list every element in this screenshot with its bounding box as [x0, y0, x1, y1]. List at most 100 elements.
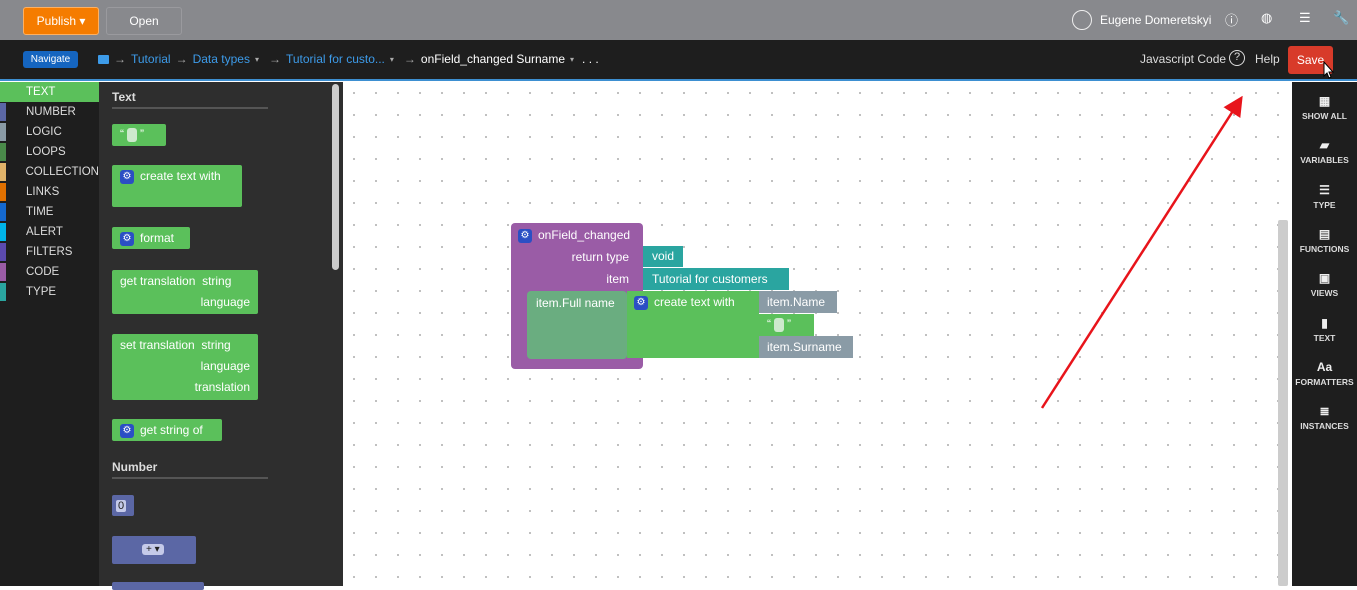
get-string-of-block[interactable]: ⚙get string of — [112, 419, 222, 441]
create-text-with-block[interactable]: ⚙create text with — [627, 291, 759, 358]
help-icon[interactable]: ? — [1229, 50, 1245, 66]
breadcrumb: → Tutorial→ Data types▾→ Tutorial for cu… — [98, 52, 599, 66]
navigate-button[interactable]: Navigate — [23, 51, 78, 68]
panel-text[interactable]: ▮TEXT — [1292, 316, 1357, 343]
text-literal-block[interactable]: “” — [759, 314, 814, 336]
panel-instances[interactable]: ≣ INSTANCES — [1292, 404, 1357, 431]
flyout-scrollbar[interactable] — [332, 84, 339, 270]
operator-dropdown[interactable]: + ▾ — [142, 544, 164, 555]
info-icon[interactable]: ⓘ — [1225, 13, 1239, 28]
item-surname-block[interactable]: item.Surname — [759, 336, 853, 358]
category-loops[interactable]: LOOPS — [0, 142, 99, 162]
category-alert[interactable]: ALERT — [0, 222, 99, 242]
category-color-swatch — [0, 243, 6, 261]
panel-label: VIEWS — [1310, 288, 1339, 299]
breadcrumb-tutorial-customers[interactable]: Tutorial for custo... — [285, 52, 385, 66]
item-name-block[interactable]: item.Name — [759, 291, 837, 313]
breadcrumb-tutorial[interactable]: Tutorial — [131, 52, 171, 66]
javascript-code-link[interactable]: Javascript Code — [1140, 52, 1227, 66]
panel-label: SHOW ALL — [1301, 111, 1347, 121]
category-code[interactable]: CODE — [0, 262, 99, 282]
panel-label: INSTANCES — [1300, 421, 1349, 432]
category-number[interactable]: NUMBER — [0, 102, 99, 122]
panel-functions[interactable]: ▤ FUNCTIONS — [1292, 227, 1357, 254]
breadcrumb-data-types[interactable]: Data types — [192, 52, 250, 66]
gear-icon: ⚙ — [634, 295, 648, 310]
category-collection[interactable]: COLLECTION — [0, 162, 99, 182]
category-type[interactable]: TYPE — [0, 282, 99, 302]
panel-views[interactable]: ▣ VIEWS — [1292, 271, 1357, 298]
block-label: get translation — [120, 274, 196, 288]
category-color-swatch — [0, 163, 6, 181]
functions-icon: ▤ — [1318, 226, 1331, 241]
panel-label: TEXT — [1313, 332, 1336, 343]
category-label: LINKS — [26, 186, 60, 198]
home-icon[interactable] — [98, 54, 109, 64]
panel-variables[interactable]: ▰ VARIABLES — [1292, 138, 1357, 165]
category-filters[interactable]: FILTERS — [0, 242, 99, 262]
workspace-canvas[interactable]: ⚙onField_changed return type item void T… — [343, 82, 1292, 586]
category-label: FILTERS — [26, 246, 73, 258]
wrench-icon[interactable]: 🔧 — [1333, 10, 1350, 25]
category-label: ALERT — [26, 226, 63, 238]
nav-bar: Navigate → Tutorial→ Data types▾→ Tutori… — [0, 40, 1357, 81]
toolbox-flyout: Text “” ⚙create text with ⚙format get tr… — [99, 82, 343, 590]
open-button[interactable]: Open — [106, 7, 182, 35]
category-label: TYPE — [26, 286, 57, 298]
panel-label: VARIABLES — [1300, 155, 1349, 166]
category-color-swatch — [0, 263, 6, 281]
formatters-icon: Aa — [1316, 359, 1333, 374]
set-translation-block[interactable]: set translation string language translat… — [112, 334, 258, 400]
category-label: LOGIC — [26, 126, 62, 138]
help-link[interactable]: Help — [1255, 52, 1280, 66]
publish-button[interactable]: Publish ▾ — [23, 7, 99, 35]
number-block[interactable]: 0 — [112, 495, 134, 516]
block-footer — [511, 359, 643, 369]
category-color-swatch — [0, 103, 6, 121]
navigate-label: Navigate — [30, 54, 71, 65]
create-text-with-block[interactable]: ⚙create text with — [112, 165, 242, 207]
globe-icon[interactable]: ◍ — [1261, 10, 1273, 25]
list-icon[interactable]: ☰ — [1299, 10, 1311, 25]
right-panel: ▦SHOW ALL ▰ VARIABLES ☰TYPE ▤ FUNCTIONS ▣ VIEWS… — [1292, 82, 1357, 586]
item-type-block[interactable]: Tutorial for customers — [643, 268, 789, 290]
panel-label: FUNCTIONS — [1299, 243, 1350, 254]
category-logic[interactable]: LOGIC — [0, 122, 99, 142]
panel-type[interactable]: ☰TYPE — [1292, 183, 1357, 210]
category-links[interactable]: LINKS — [0, 182, 99, 202]
block-label: set translation — [120, 338, 195, 352]
views-icon: ▣ — [1318, 271, 1331, 286]
publish-label: Publish — [36, 14, 76, 28]
user-avatar-icon[interactable] — [1072, 10, 1092, 30]
category-label: TIME — [26, 206, 54, 218]
category-color-swatch — [0, 223, 6, 241]
arithmetic-block[interactable]: + ▾ — [112, 536, 196, 564]
section-number-header: Number — [112, 460, 268, 479]
panel-show-all[interactable]: ▦SHOW ALL — [1292, 94, 1357, 121]
text-literal-block[interactable]: “” — [112, 124, 166, 146]
set-field-block[interactable]: item.Full name — [527, 291, 627, 359]
workspace-scrollbar[interactable] — [1278, 220, 1288, 586]
block-label: language — [200, 359, 250, 373]
format-block[interactable]: ⚙format — [112, 227, 190, 249]
category-time[interactable]: TIME — [0, 202, 99, 222]
instances-icon: ≣ — [1319, 404, 1330, 419]
category-color-swatch — [0, 203, 6, 221]
category-text[interactable]: TEXT — [0, 82, 99, 102]
number-block-partial[interactable] — [112, 582, 204, 590]
breadcrumb-more[interactable]: . . . — [582, 52, 599, 66]
save-button[interactable]: Save — [1288, 46, 1333, 74]
section-text-header: Text — [112, 90, 268, 109]
void-type-block[interactable]: void — [643, 246, 683, 267]
block-label: format — [140, 231, 175, 245]
category-color-swatch — [0, 283, 6, 301]
category-color-swatch — [0, 123, 6, 141]
block-label: language — [200, 295, 250, 309]
block-label: string — [202, 274, 232, 288]
breadcrumb-current[interactable]: onField_changed Surname — [420, 52, 566, 66]
user-name[interactable]: Eugene Domeretskyi — [1100, 13, 1212, 27]
variables-icon: ▰ — [1319, 138, 1330, 153]
get-translation-block[interactable]: get translation string language — [112, 270, 258, 314]
